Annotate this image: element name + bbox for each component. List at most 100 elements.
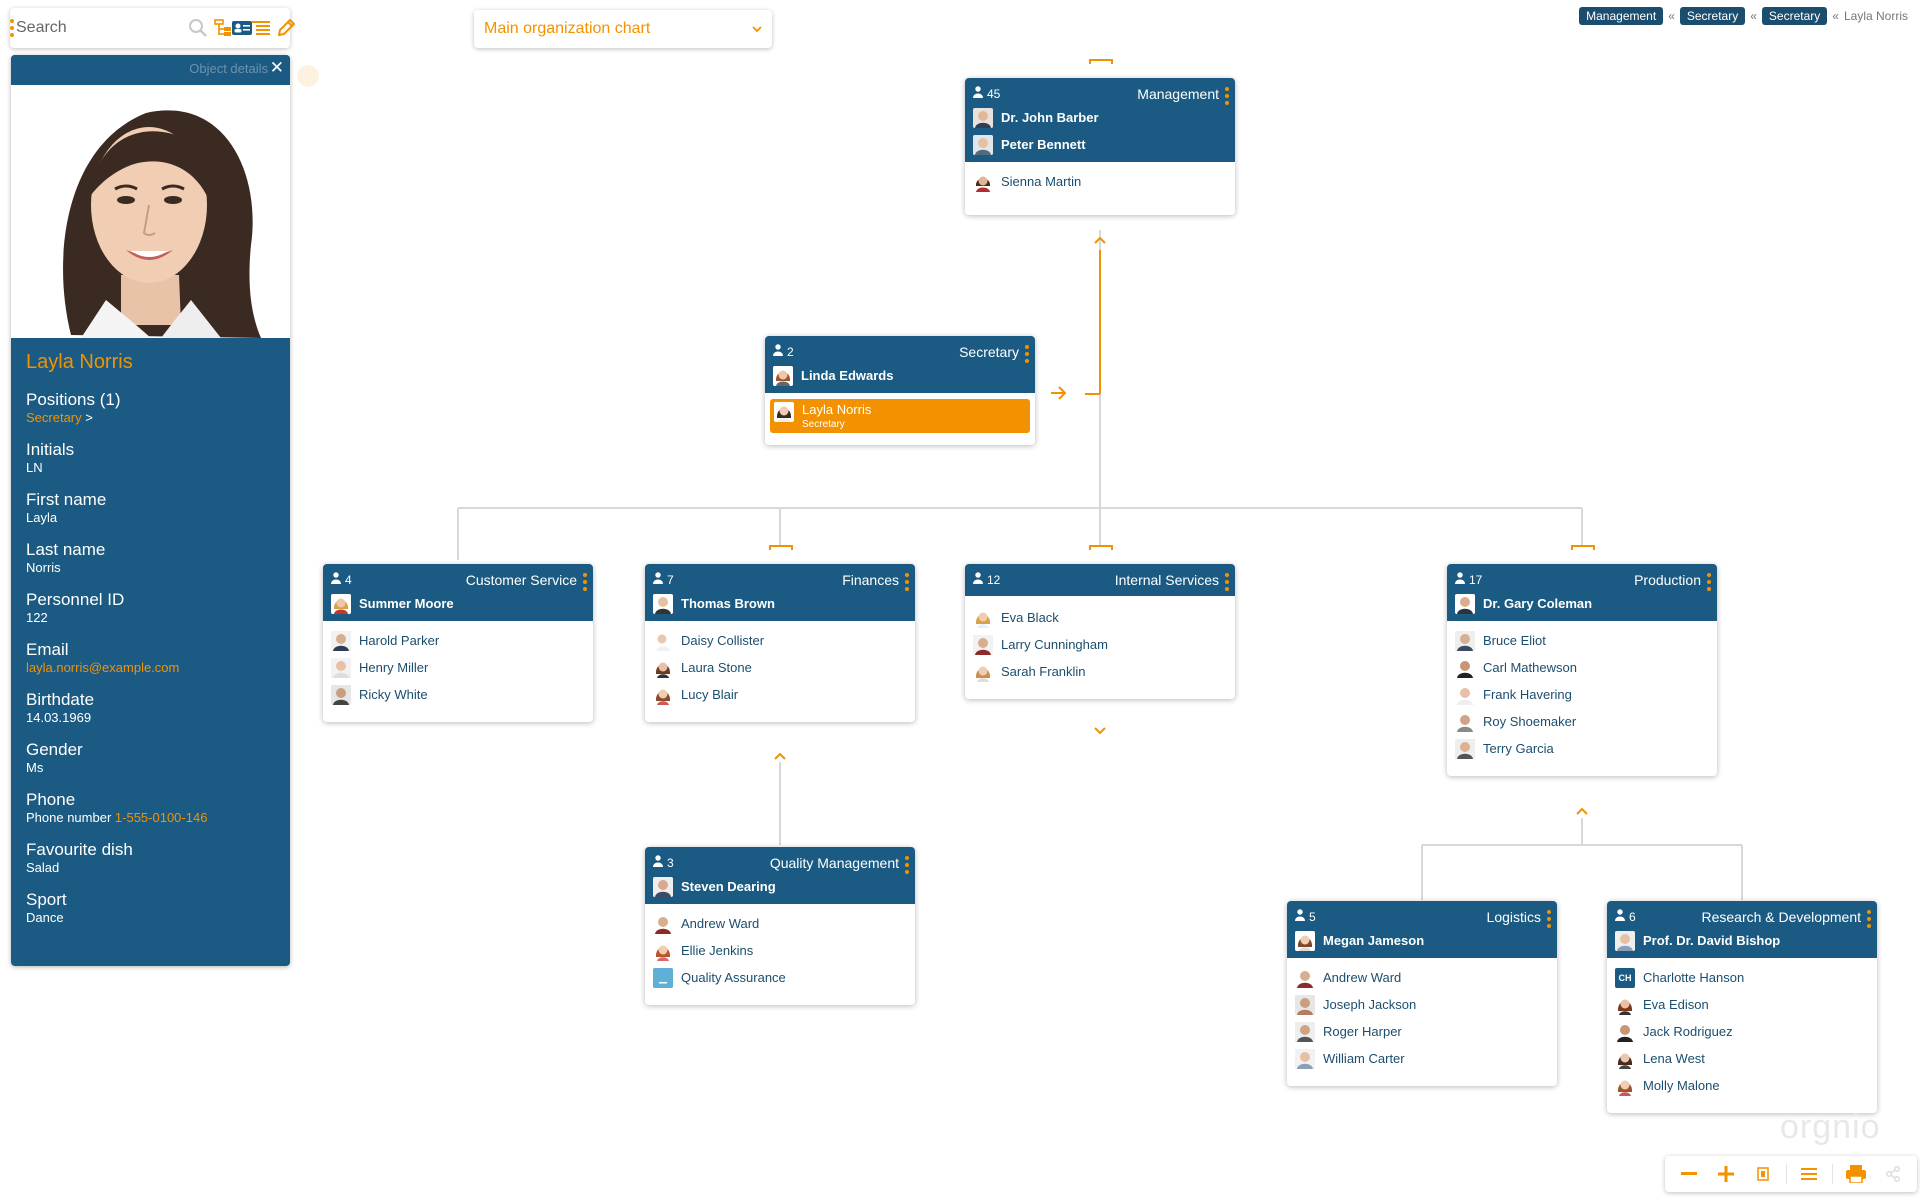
breadcrumb-item-secretary-position[interactable]: Secretary	[1761, 7, 1828, 25]
member-row[interactable]: Eva Black	[973, 604, 1227, 631]
breadcrumb-item-secretary[interactable]: Secretary	[1679, 7, 1746, 25]
node-menu-icon[interactable]	[905, 856, 909, 874]
chevron-down-icon[interactable]	[1093, 722, 1107, 738]
node-menu-icon[interactable]	[1025, 345, 1029, 363]
node-title: Internal Services	[1114, 572, 1219, 588]
member-row[interactable]: Terry Garcia	[1455, 735, 1709, 762]
member-row[interactable]: Molly Malone	[1615, 1072, 1869, 1099]
list-view-icon[interactable]	[252, 15, 270, 41]
collapse-hook[interactable]	[1089, 59, 1113, 64]
org-node-management[interactable]: 45 Management Dr. John Barber Peter Benn…	[965, 78, 1235, 215]
email-link[interactable]: layla.norris@example.com	[26, 660, 180, 675]
member-row[interactable]: Ricky White	[331, 681, 585, 708]
member-row[interactable]: Andrew Ward	[653, 910, 907, 937]
member-row[interactable]: Quality Assurance	[653, 964, 907, 991]
manager-row[interactable]: Peter Bennett	[973, 131, 1227, 158]
close-icon[interactable]: ✕	[269, 58, 284, 77]
phone-link[interactable]: 1-555-0100-146	[114, 810, 208, 825]
field-value: LN	[26, 460, 43, 475]
node-menu-icon[interactable]	[583, 573, 587, 591]
org-node-production[interactable]: 17 Production Dr. Gary Coleman Bruce Eli…	[1447, 564, 1717, 776]
zoom-out-icon[interactable]	[1675, 1160, 1703, 1188]
tree-view-icon[interactable]	[214, 15, 232, 41]
avatar	[1455, 593, 1475, 614]
member-name: Molly Malone	[1643, 1078, 1720, 1093]
member-row[interactable]: Laura Stone	[653, 654, 907, 681]
org-node-logistics[interactable]: 5 Logistics Megan Jameson Andrew Ward Jo…	[1287, 901, 1557, 1086]
toolbar-divider	[1785, 1164, 1787, 1184]
member-row[interactable]: Harold Parker	[331, 627, 585, 654]
manager-row[interactable]: Summer Moore	[331, 590, 585, 617]
node-menu-icon[interactable]	[905, 573, 909, 591]
member-name: Henry Miller	[359, 660, 429, 675]
chevron-up-icon[interactable]	[773, 748, 787, 764]
org-node-internal-services[interactable]: 12 Internal Services Eva Black Larry Cun…	[965, 564, 1235, 699]
collapse-hook[interactable]	[1089, 545, 1113, 550]
search-input[interactable]	[14, 12, 188, 44]
member-row[interactable]: Frank Havering	[1455, 681, 1709, 708]
manager-row[interactable]: Dr. John Barber	[973, 104, 1227, 131]
fit-to-screen-icon[interactable]	[1749, 1160, 1777, 1188]
edit-pencil-icon[interactable]	[276, 15, 296, 41]
member-row[interactable]: Henry Miller	[331, 654, 585, 681]
chevron-up-icon[interactable]	[1093, 232, 1107, 248]
member-row[interactable]: Roger Harper	[1295, 1018, 1549, 1045]
member-row[interactable]: Sienna Martin	[973, 168, 1227, 195]
settings-sliders-icon[interactable]	[1795, 1160, 1823, 1188]
manager-row[interactable]: Dr. Gary Coleman	[1455, 590, 1709, 617]
member-row[interactable]: Larry Cunningham	[973, 631, 1227, 658]
id-card-icon[interactable]	[232, 15, 252, 41]
orgnio-watermark-logo: orgnio	[1780, 1108, 1881, 1146]
member-row[interactable]: Jack Rodriguez	[1615, 1018, 1869, 1045]
member-row[interactable]: Andrew Ward	[1295, 964, 1549, 991]
avatar	[1615, 1021, 1635, 1042]
avatar	[331, 593, 351, 614]
org-node-finances[interactable]: 7 Finances Thomas Brown Daisy Collister …	[645, 564, 915, 722]
chart-selector-dropdown[interactable]: Main organization chart	[474, 10, 772, 48]
chevron-up-icon[interactable]	[1575, 803, 1589, 819]
manager-row[interactable]: Linda Edwards	[773, 362, 1027, 389]
member-row[interactable]: Sarah Franklin	[973, 658, 1227, 685]
main-menu-icon[interactable]	[10, 8, 14, 48]
manager-row[interactable]: Prof. Dr. David Bishop	[1615, 927, 1869, 954]
panel-collapse-handle[interactable]	[297, 65, 319, 87]
org-node-quality-management[interactable]: 3 Quality Management Steven Dearing Andr…	[645, 847, 915, 1005]
member-row[interactable]: Carl Mathewson	[1455, 654, 1709, 681]
node-body: Daisy Collister Laura Stone Lucy Blair	[645, 621, 915, 722]
share-icon[interactable]	[1879, 1160, 1907, 1188]
node-menu-icon[interactable]	[1225, 87, 1229, 105]
breadcrumb-item-management[interactable]: Management	[1579, 7, 1664, 25]
position-link[interactable]: Secretary	[26, 410, 82, 425]
member-row[interactable]: Lena West	[1615, 1045, 1869, 1072]
member-row[interactable]: Lucy Blair	[653, 681, 907, 708]
zoom-in-icon[interactable]	[1712, 1160, 1740, 1188]
member-row[interactable]: Roy Shoemaker	[1455, 708, 1709, 735]
manager-row[interactable]: Steven Dearing	[653, 873, 907, 900]
member-row[interactable]: Joseph Jackson	[1295, 991, 1549, 1018]
node-menu-icon[interactable]	[1867, 910, 1871, 928]
member-row[interactable]: Daisy Collister	[653, 627, 907, 654]
member-row[interactable]: Eva Edison	[1615, 991, 1869, 1018]
print-icon[interactable]	[1842, 1160, 1870, 1188]
collapse-hook[interactable]	[1571, 545, 1595, 550]
node-header: 2 Secretary Linda Edwards	[765, 336, 1035, 393]
member-row[interactable]: William Carter	[1295, 1045, 1549, 1072]
member-row[interactable]: Ellie Jenkins	[653, 937, 907, 964]
search-icon[interactable]	[188, 15, 208, 41]
position-link-arrow[interactable]: >	[81, 410, 93, 425]
member-name: Roger Harper	[1323, 1024, 1402, 1039]
arrow-right-icon[interactable]	[1050, 386, 1068, 403]
node-menu-icon[interactable]	[1707, 573, 1711, 591]
node-menu-icon[interactable]	[1547, 910, 1551, 928]
org-node-secretary[interactable]: 2 Secretary Linda Edwards Layla Norris S…	[765, 336, 1035, 445]
selected-member-row[interactable]: Layla Norris Secretary	[770, 399, 1030, 433]
org-node-research-development[interactable]: 6 Research & Development Prof. Dr. David…	[1607, 901, 1877, 1113]
org-node-customer-service[interactable]: 4 Customer Service Summer Moore Harold P…	[323, 564, 593, 722]
manager-row[interactable]: Megan Jameson	[1295, 927, 1549, 954]
person-count-icon	[653, 854, 663, 872]
manager-row[interactable]: Thomas Brown	[653, 590, 907, 617]
node-menu-icon[interactable]	[1225, 573, 1229, 591]
collapse-hook[interactable]	[769, 545, 793, 550]
member-row[interactable]: Bruce Eliot	[1455, 627, 1709, 654]
